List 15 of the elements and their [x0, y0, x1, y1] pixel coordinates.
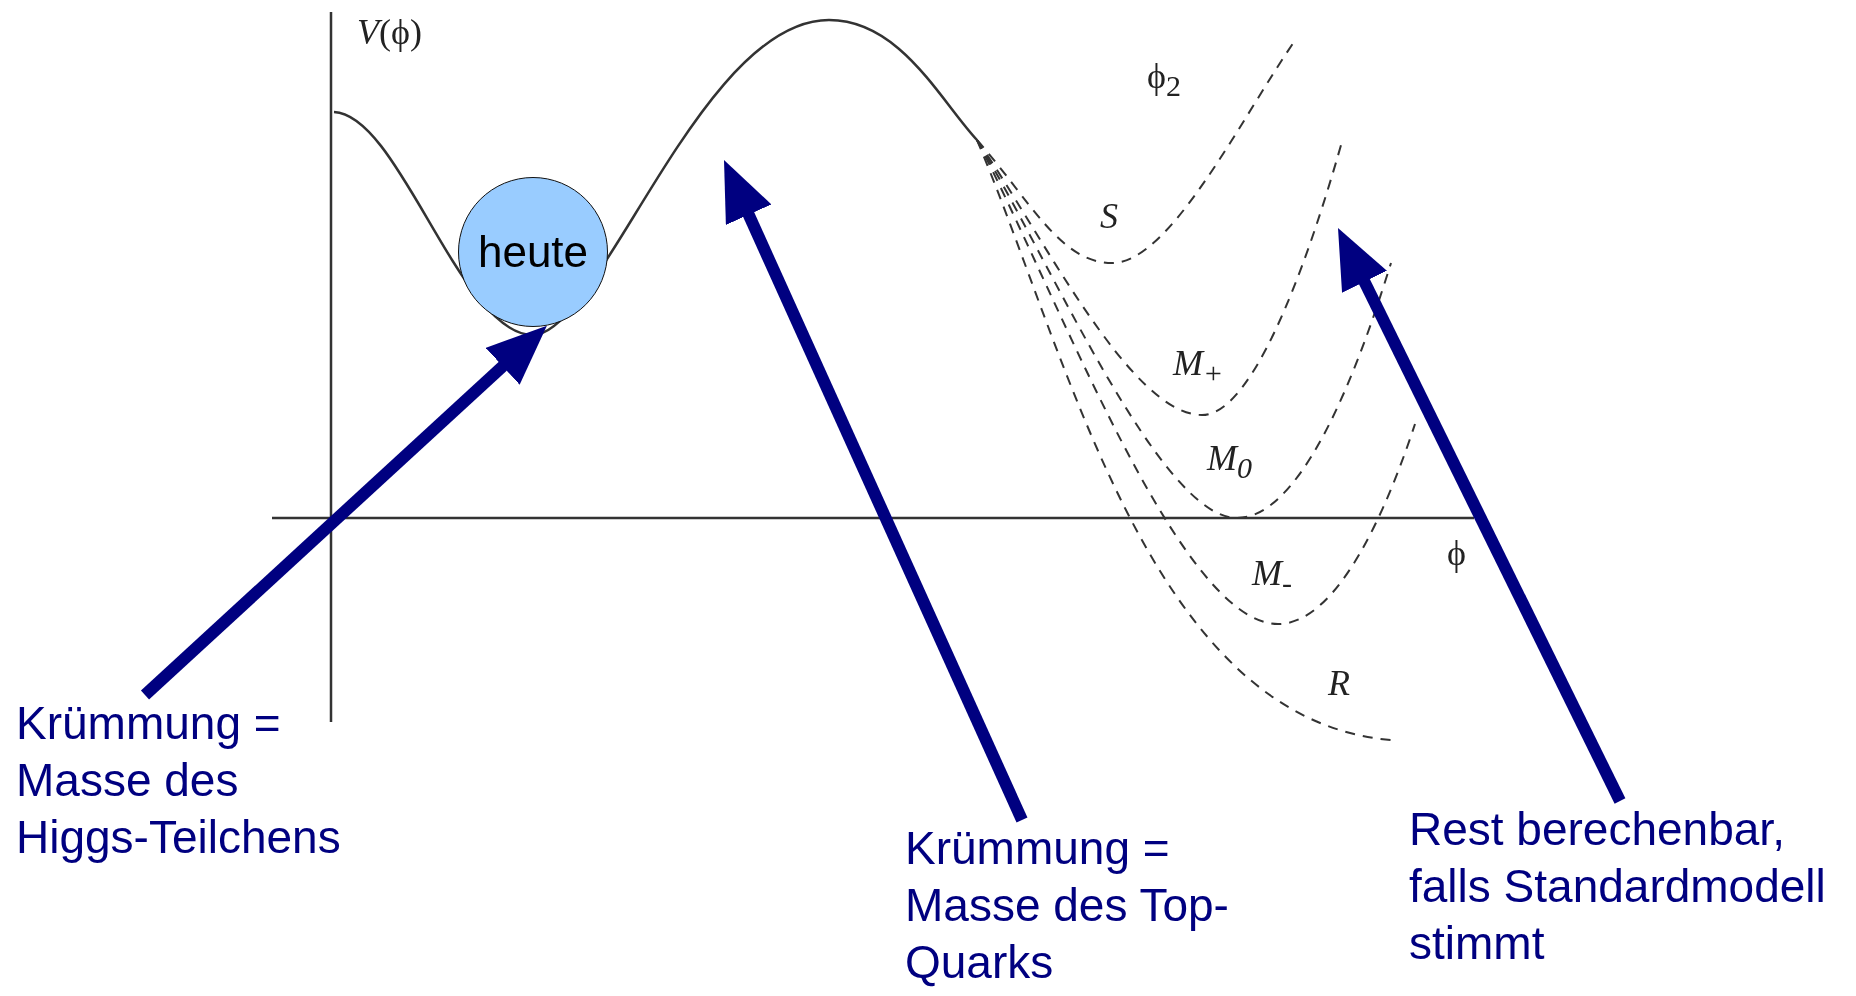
- arrow: [724, 160, 1028, 823]
- axis-label: M$_{-}$: [1252, 555, 1292, 599]
- axis-label: V(ϕ): [357, 14, 422, 50]
- axis-label: M$_{+}$: [1173, 345, 1224, 389]
- axis-label: M$_{0}$: [1207, 440, 1252, 484]
- ball-label: heute: [477, 227, 589, 277]
- arrow: [140, 325, 547, 700]
- axis-label: ϕ: [1447, 535, 1466, 571]
- axis-label: ϕ$_{2}$: [1147, 58, 1181, 102]
- axis-label: S: [1100, 198, 1118, 234]
- arrow: [1338, 228, 1626, 804]
- annotation-text: Krümmung = Masse des Top-Quarks: [905, 820, 1265, 991]
- annotation-text: Rest berechenbar, falls Standardmodell stimmt: [1409, 801, 1854, 972]
- axis-label: R: [1328, 665, 1350, 701]
- annotation-text: Krümmung = Masse des Higgs-Teilchens: [16, 695, 376, 866]
